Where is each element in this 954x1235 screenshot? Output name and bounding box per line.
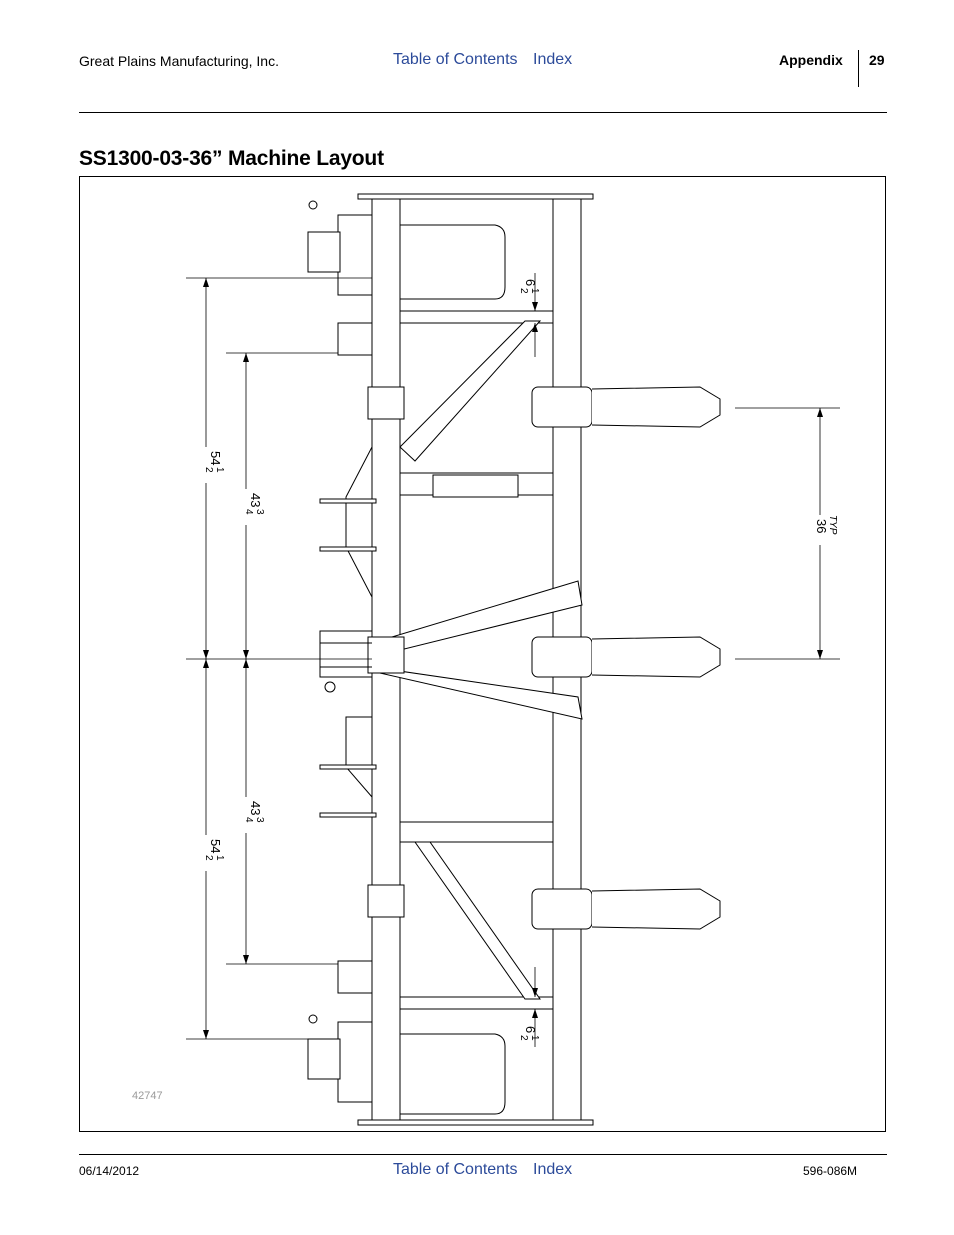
top-plate — [357, 193, 594, 200]
machine-layout-drawing: 54 1 2 54 1 2 43 3 4 43 3 4 6 1 2 6 1 2 — [132, 193, 840, 1126]
section-name: Appendix — [779, 52, 843, 68]
doc-number: 596-086M — [803, 1164, 858, 1178]
dim-43-upper-whole: 43 — [248, 493, 263, 507]
dim-43-lower-num: 3 — [254, 817, 265, 823]
company-name: Great Plains Manufacturing, Inc. — [79, 53, 279, 69]
dim-6-lower-num: 1 — [529, 1035, 540, 1041]
dim-54-lower-whole: 54 — [208, 839, 223, 853]
dim-43-lower-den: 4 — [243, 817, 254, 823]
dim-6-upper-den: 2 — [518, 288, 529, 294]
row-unit-2 — [531, 636, 721, 678]
dim-54-upper-whole: 54 — [208, 451, 223, 465]
header-divider — [858, 50, 859, 87]
page-number: 29 — [869, 52, 885, 68]
dim-43-lower-whole: 43 — [248, 801, 263, 815]
dim-54-lower-den: 2 — [203, 855, 214, 861]
header-index-link[interactable]: Index — [533, 51, 573, 68]
machine-layout-figure: 54 1 2 54 1 2 43 3 4 43 3 4 6 1 2 6 1 2 — [79, 176, 886, 1132]
header-rule — [79, 112, 887, 113]
dim-43-upper-num: 3 — [254, 509, 265, 515]
dim-36: 36 — [814, 519, 829, 533]
footer-rule — [79, 1154, 887, 1155]
dim-43-upper-den: 4 — [243, 509, 254, 515]
dim-6-lower-den: 2 — [518, 1035, 529, 1041]
dim-6-upper-num: 1 — [529, 288, 540, 294]
figure-id: 42747 — [132, 1090, 163, 1102]
footer-date: 06/14/2012 — [79, 1164, 140, 1178]
dim-typ: TYP — [827, 515, 838, 535]
header-toc-link[interactable]: Table of Contents — [393, 51, 518, 68]
bottom-plate — [357, 1119, 594, 1126]
row-unit-1 — [531, 386, 721, 428]
page-title: SS1300-03-36” Machine Layout — [79, 147, 384, 170]
dim-54-upper-num: 1 — [214, 467, 225, 473]
dim-54-upper-den: 2 — [203, 467, 214, 473]
dim-54-lower-num: 1 — [214, 855, 225, 861]
footer-toc-link[interactable]: Table of Contents — [393, 1161, 518, 1178]
dim-6-lower-whole: 6 — [523, 1026, 538, 1033]
dim-6-upper-whole: 6 — [523, 279, 538, 286]
row-unit-3 — [531, 888, 721, 930]
footer-index-link[interactable]: Index — [533, 1161, 573, 1178]
